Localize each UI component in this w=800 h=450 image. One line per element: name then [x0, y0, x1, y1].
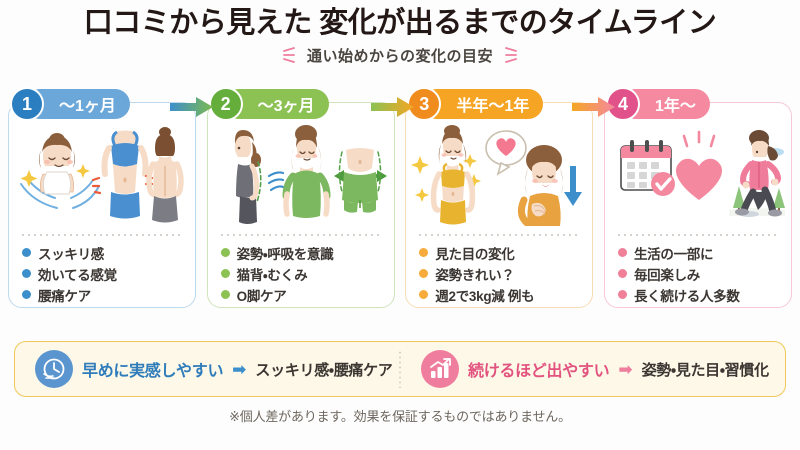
page-subtitle: 通い始めからの変化の目安 — [306, 47, 493, 65]
list-item: 猫背・むくみ — [220, 263, 391, 284]
clock-icon — [35, 350, 73, 388]
list-item: 毎回楽しみ — [617, 263, 788, 284]
bullet-dot — [220, 290, 230, 299]
bullet-dot — [220, 269, 230, 278]
bullet-text: 腰痛ケア — [38, 288, 91, 304]
step-card-2[interactable]: 2 〜3ヶ月 — [206, 87, 395, 328]
connector-arrow-1-to-2 — [170, 97, 213, 117]
sparkle-left-icon — [283, 47, 295, 64]
step-4-divider — [615, 234, 778, 236]
step-3-header: 3 半年〜1年 — [407, 87, 544, 121]
step-card-4[interactable]: 4 1年〜 — [603, 87, 792, 328]
list-item: 効いてる感覚 — [22, 263, 192, 284]
step-4-bullets: 生活の一部に 毎回楽しみ 長く続ける人多数 — [617, 242, 788, 305]
list-item: 姿勢きれい？ — [419, 263, 589, 284]
summary-right: 続けるほど出やすい ➡ 姿勢・見た目・習慣化 — [401, 350, 785, 388]
step-4-illustration — [609, 122, 785, 226]
step-1-number: 1 — [10, 87, 44, 121]
summary-left-value: スッキリ感・腰痛ケア — [255, 361, 393, 379]
bullet-dot — [220, 248, 230, 257]
step-2-bullets: 姿勢・呼吸を意識 猫背・むくみ O脚ケア — [220, 242, 391, 305]
step-4-header: 4 1年〜 — [605, 87, 710, 121]
bar-chart-growth-icon — [421, 350, 459, 388]
bullet-dot — [419, 248, 429, 257]
step-2-number: 2 — [208, 87, 243, 121]
list-item: 腰痛ケア — [22, 284, 192, 305]
list-item: 週2で3kg減 例も — [419, 284, 589, 305]
step-3-bullets: 見た目の変化 姿勢きれい？ 週2で3kg減 例も — [419, 242, 589, 305]
bullet-dot — [419, 290, 429, 299]
sparkle-right-icon — [505, 47, 517, 64]
step-3-period: 半年〜1年 — [422, 89, 544, 119]
list-item: 見た目の変化 — [419, 242, 589, 263]
bullet-text: 長く続ける人多数 — [633, 288, 740, 304]
bullet-text: 猫背・むくみ — [236, 267, 308, 283]
list-item: O脚ケア — [220, 284, 391, 305]
bullet-text: O脚ケア — [236, 288, 287, 304]
list-item: 生活の一部に — [617, 242, 788, 263]
bullet-dot — [617, 290, 627, 299]
bullet-dot — [419, 269, 429, 278]
summary-divider — [399, 350, 401, 388]
list-item: スッキリ感 — [22, 242, 192, 263]
list-item: 姿勢・呼吸を意識 — [220, 242, 391, 263]
step-card-1[interactable]: 1 〜1ヶ月 — [8, 87, 196, 328]
bullet-text: 効いてる感覚 — [38, 267, 117, 283]
step-2-illustration — [212, 122, 388, 226]
step-2-divider — [218, 234, 381, 236]
step-3-divider — [417, 234, 580, 236]
bullet-text: 生活の一部に — [633, 246, 714, 262]
summary-left-label: 早めに実感しやすい — [82, 363, 224, 380]
bullet-dot — [22, 248, 31, 257]
page-title: 口コミから見えた 変化が出るまでのタイムライン — [83, 7, 717, 39]
list-item: 長く続ける人多数 — [617, 284, 788, 305]
step-1-header: 1 〜1ヶ月 — [10, 87, 130, 121]
bullet-text: スッキリ感 — [38, 246, 104, 262]
step-2-header: 2 〜3ヶ月 — [208, 87, 329, 121]
bullet-dot — [22, 290, 31, 299]
step-3-number: 3 — [407, 87, 442, 121]
connector-arrow-3-to-4 — [572, 97, 615, 117]
subtitle-row: 通い始めからの変化の目安 — [0, 45, 800, 66]
step-4-number: 4 — [605, 87, 640, 121]
step-1-illustration — [13, 122, 189, 226]
summary-right-arrow-icon: ➡ — [618, 359, 633, 379]
step-1-bullets: スッキリ感 効いてる感覚 腰痛ケア — [22, 242, 192, 305]
bullet-text: 見た目の変化 — [435, 246, 515, 262]
bullet-text: 週2で3kg減 例も — [435, 288, 535, 304]
bullet-text: 姿勢きれい？ — [435, 267, 515, 283]
bullet-text: 毎回楽しみ — [633, 267, 700, 283]
step-3-illustration — [410, 122, 586, 226]
bullet-text: 姿勢・呼吸を意識 — [236, 246, 334, 262]
footnote: ※個人差があります。効果を保証するものではありません。 — [229, 409, 571, 424]
bullet-dot — [617, 269, 627, 278]
bullet-dot — [617, 248, 627, 257]
timeline-steps: 1 〜1ヶ月 — [0, 87, 800, 328]
summary-left: 早めに実感しやすい ➡ スッキリ感・腰痛ケア — [15, 350, 399, 388]
summary-right-label: 続けるほど出やすい — [468, 363, 610, 380]
step-1-divider — [20, 234, 182, 236]
connector-arrow-2-to-3 — [371, 97, 414, 117]
bullet-dot — [22, 269, 31, 278]
summary-bar: 早めに実感しやすい ➡ スッキリ感・腰痛ケア 続けるほど出やすい ➡ 姿勢・見た… — [14, 341, 786, 397]
summary-right-value: 姿勢・見た目・習慣化 — [641, 361, 770, 379]
summary-left-arrow-icon: ➡ — [232, 359, 247, 379]
step-card-3[interactable]: 3 半年〜1年 — [405, 87, 594, 328]
